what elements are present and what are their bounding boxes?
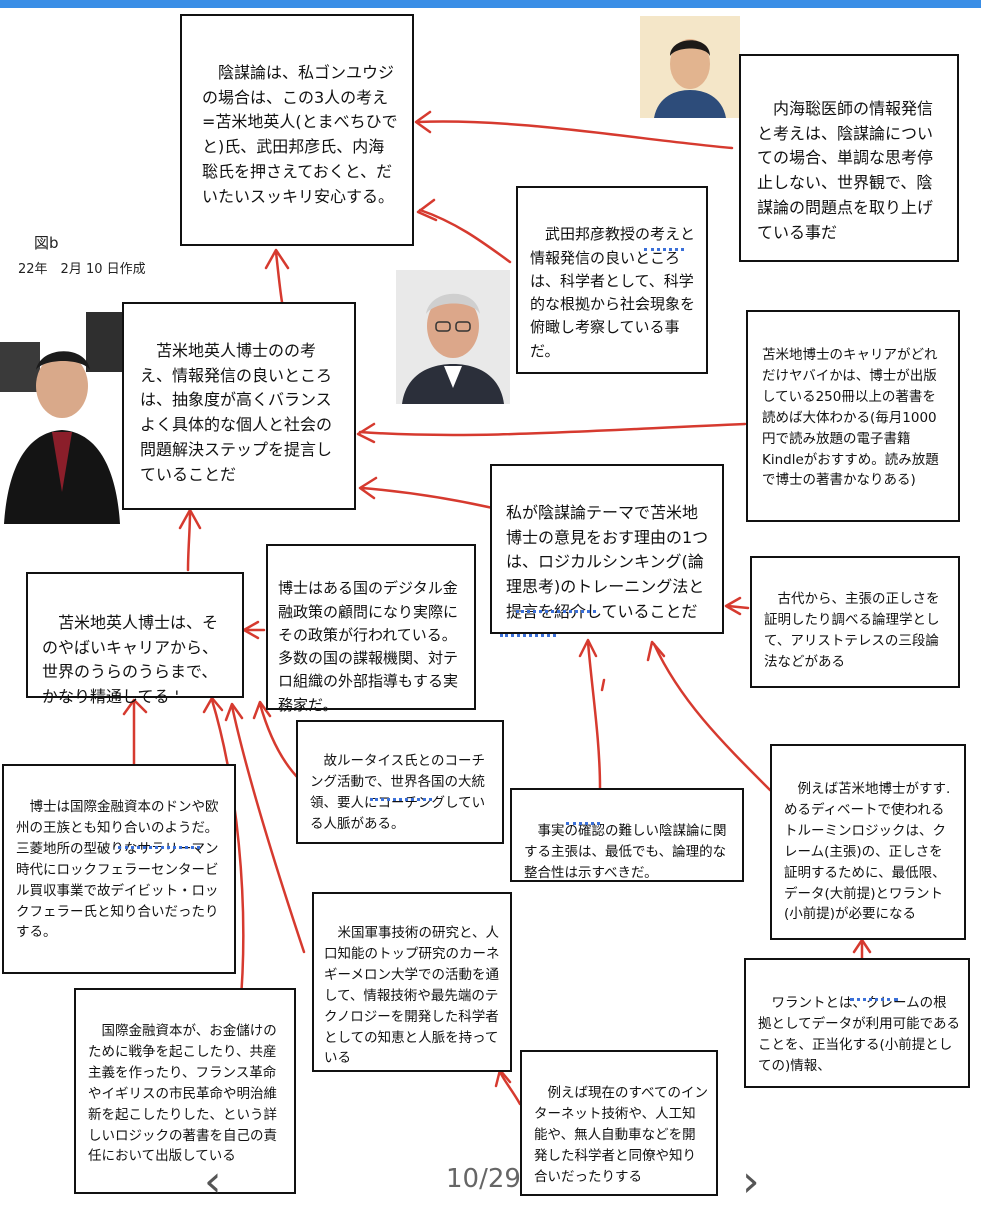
- tomabechi-portrait-image: [0, 312, 122, 524]
- louis-tyce-text: 故ルータイス氏とのコーチング活動で、世界各国の大統領、要人にコーチングしている人…: [310, 752, 486, 832]
- internet-tech-box: 例えば現在のすべてのインターネット技術や、人工知能や、無人自動車などを開発した科…: [520, 1050, 718, 1196]
- tomabechi-photo: [0, 312, 122, 524]
- prev-page-button[interactable]: ‹: [204, 1156, 222, 1207]
- spellcheck-underline: [118, 846, 200, 849]
- warrant-box: ワラントとは、クレームの根拠としてデータが利用可能であることを、正当化する(小前…: [744, 958, 970, 1088]
- spellcheck-underline: [516, 610, 596, 613]
- arrow-aristotle-to-reason: [726, 604, 750, 610]
- takeda-photo: [396, 270, 510, 404]
- warrant-text: ワラントとは、クレームの根拠としてデータが利用可能であることを、正当化する(小前…: [758, 994, 960, 1074]
- louis-tyce-box: 故ルータイス氏とのコーチング活動で、世界各国の大統領、要人にコーチングしている人…: [296, 720, 504, 844]
- conspiracy-main-text: 陰謀論は、私ゴンユウジの場合は、この3人の考え=苫米地英人(とまべちひでと)氏、…: [202, 62, 398, 206]
- arrow-books-to-good: [358, 422, 747, 437]
- spellcheck-underline: [644, 248, 684, 251]
- career-books-box: 苫米地博士のキャリアがどれだけヤバイかは、博士が出版している250冊以上の著書を…: [746, 310, 960, 522]
- arrow-wars-to-world: [210, 698, 245, 1012]
- intl-finance-friends-text: 博士は国際金融資本のドンや欧州の王族とも知り合いのようだ。三菱地所の型破りなサラ…: [16, 798, 219, 941]
- reason-logical-box: 私が陰謀論テーマで苫米地博士の意見をおす理由の1つは、ロジカルシンキング(論理思…: [490, 464, 724, 634]
- aristotle-box: 古代から、主張の正しさを証明したり調べる論理学として、アリストテレスの三段論法な…: [750, 556, 960, 688]
- intl-finance-friends-box: 博士は国際金融資本のドンや欧州の王族とも知り合いのようだ。三菱地所の型破りなサラ…: [2, 764, 236, 974]
- utsumi-box: 内海聡医師の情報発信と考えは、陰謀論についての場合、単調な思考停止しない、世界観…: [739, 54, 959, 262]
- tomabechi-good-box: 苫米地英人博士のの考え、情報発信の良いところは、抽象度が高くバランスよく具体的な…: [122, 302, 356, 510]
- cmu-text: 米国軍事技術の研究と、人口知能のトップ研究のカーネギーメロン大学での活動を通して…: [324, 924, 500, 1067]
- aristotle-text: 古代から、主張の正しさを証明したり調べる論理学として、アリストテレスの三段論法な…: [764, 590, 940, 670]
- cmu-box: 米国軍事技術の研究と、人口知能のトップ研究のカーネギーメロン大学での活動を通して…: [312, 892, 512, 1072]
- arrow-louis-to-world: [258, 702, 302, 782]
- top-accent-bar: [0, 0, 981, 8]
- career-world-text: 苫米地英人博士は、そのやばいキャリアから、世界のうらのうらまで、かなり精通してる…: [42, 612, 219, 707]
- takeda-text: 武田邦彦教授の考えと情報発信の良いところは、科学者として、科学的な根拠から社会現…: [530, 225, 696, 360]
- utsumi-photo: [640, 16, 740, 118]
- spellcheck-underline: [370, 798, 432, 801]
- fact-check-box: 事実の確認の難しい陰謀論に関する主張は、最低でも、論理的な整合性は示すべきだ。: [510, 788, 744, 882]
- intl-finance-wars-box: 国際金融資本が、お金儲けのために戦争を起こしたり、共産主義を作ったり、フランス革…: [74, 988, 296, 1194]
- created-date: 22年 2月 10 日作成: [18, 262, 146, 277]
- page-indicator: 10/29: [446, 1164, 521, 1194]
- arrow-reason-to-good: [360, 486, 512, 514]
- takeda-portrait-image: [396, 270, 510, 404]
- arrow-good-to-main: [274, 250, 284, 304]
- arrow-fact-to-reason: [586, 640, 602, 790]
- toulmin-box: 例えば苫米地博士がすす. めるディベートで使われるトルーミンロジックは、クレーム…: [770, 744, 966, 940]
- spellcheck-underline: [566, 822, 600, 825]
- spellcheck-underline: [500, 634, 556, 637]
- career-books-text: 苫米地博士のキャリアがどれだけヤバイかは、博士が出版している250冊以上の著書を…: [762, 346, 939, 489]
- utsumi-portrait-image: [640, 16, 740, 118]
- toulmin-text: 例えば苫米地博士がすす. めるディベートで使われるトルーミンロジックは、クレーム…: [784, 780, 951, 923]
- internet-tech-text: 例えば現在のすべてのインターネット技術や、人工知能や、無人自動車などを開発した科…: [534, 1084, 709, 1185]
- digital-finance-text: 博士はある国のデジタル金融政策の顧問になり実際にその政策が行われている。多数の国…: [278, 579, 459, 714]
- arrow-cmu-to-world: [230, 704, 306, 954]
- arrow-takeda-to-main: [418, 208, 512, 264]
- arrow-utsumi-to-main: [416, 120, 734, 150]
- arrow-internet-to-cmu: [498, 1070, 522, 1106]
- arrow-world-to-good: [186, 510, 192, 572]
- takeda-box: 武田邦彦教授の考えと情報発信の良いところは、科学者として、科学的な根拠から社会現…: [516, 186, 708, 374]
- reason-logical-text: 私が陰謀論テーマで苫米地博士の意見をおす理由の1つは、ロジカルシンキング(論理思…: [506, 502, 709, 621]
- arrow-toulmin-to-reason: [652, 642, 772, 792]
- next-page-button[interactable]: ›: [742, 1156, 760, 1207]
- digital-finance-box: 博士はある国のデジタル金融政策の顧問になり実際にその政策が行われている。多数の国…: [266, 544, 476, 714]
- spellcheck-underline: [850, 998, 898, 1001]
- figure-label: 図b: [34, 234, 59, 252]
- utsumi-text: 内海聡医師の情報発信と考えは、陰謀論についての場合、単調な思考停止しない、世界観…: [757, 98, 934, 242]
- career-world-box: 苫米地英人博士は、そのやばいキャリアから、世界のうらのうらまで、かなり精通してる…: [26, 572, 244, 706]
- conspiracy-main-box: 陰謀論は、私ゴンユウジの場合は、この3人の考え=苫米地英人(とまべちひでと)氏、…: [180, 14, 414, 246]
- fact-check-text: 事実の確認の難しい陰謀論に関する主張は、最低でも、論理的な整合性は示すべきだ。: [524, 822, 727, 881]
- intl-finance-wars-text: 国際金融資本が、お金儲けのために戦争を起こしたり、共産主義を作ったり、フランス革…: [88, 1022, 277, 1165]
- tomabechi-good-text: 苫米地英人博士のの考え、情報発信の良いところは、抽象度が高くバランスよく具体的な…: [140, 340, 333, 484]
